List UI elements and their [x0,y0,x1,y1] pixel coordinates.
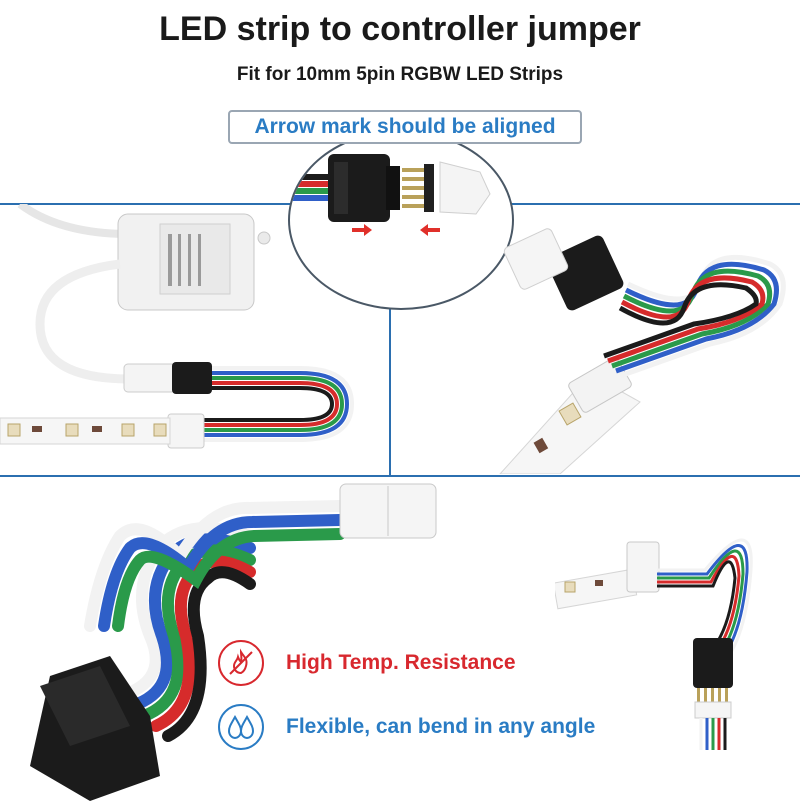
strip-end [439,161,491,215]
small-assembly [555,538,753,750]
alignment-arrows [352,224,440,236]
connector-pins [402,164,434,212]
feature-flexible: Flexible, can bend in any angle [218,704,595,750]
feature-flexible-text: Flexible, can bend in any angle [286,715,596,738]
page-title: LED strip to controller jumper [159,10,641,48]
zoom-detail-circle [288,130,514,310]
water-drop-icon [218,704,264,750]
divider-vertical [389,303,391,475]
zoom-wires [290,174,330,201]
alignment-callout: Arrow mark should be aligned [228,110,582,144]
cable-closeup [30,483,437,801]
divider-top-right [505,203,800,205]
page-subtitle: Fit for 10mm 5pin RGBW LED Strips [236,64,564,85]
led-strip [0,417,171,445]
divider-top [0,203,300,205]
flame-icon [218,640,264,686]
controller-panel [0,204,355,449]
connector-strip-panel [499,228,786,474]
feature-high-temp: High Temp. Resistance [218,640,516,686]
feature-high-temp-text: High Temp. Resistance [286,651,516,674]
divider-middle [0,475,800,477]
